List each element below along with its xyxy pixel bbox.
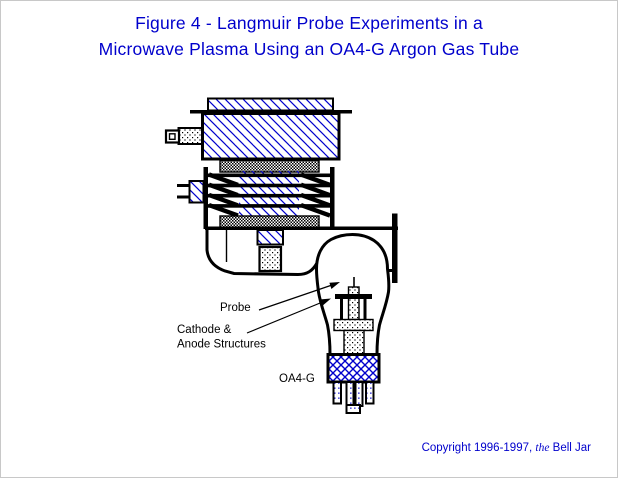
- leader-arrows: [246, 282, 340, 334]
- lower-spacer-bar: [219, 215, 320, 229]
- top-connector-notch: [168, 133, 176, 141]
- upper-cavity-block: [201, 112, 341, 161]
- top-connector-body: [177, 127, 203, 145]
- top-cap-plate: [207, 97, 334, 112]
- probe-arrowhead: [329, 282, 340, 289]
- upper-spacer-bar: [219, 159, 320, 173]
- cathode-label-line1: Cathode &: [177, 324, 232, 336]
- support-rod-right: [363, 299, 367, 320]
- fin-bars: [207, 173, 331, 208]
- body-top-line: [205, 226, 398, 230]
- copyright-suffix: Bell Jar: [549, 442, 591, 454]
- probe-leader-line: [258, 283, 336, 311]
- coupler-hatched-block: [256, 229, 284, 246]
- probe-label: Probe: [220, 302, 251, 314]
- side-connector-pin-top: [177, 184, 190, 187]
- fin-left-wall: [203, 167, 208, 229]
- cathode-pedestal-top: [333, 318, 374, 332]
- fin-right-wall: [330, 167, 335, 229]
- cathode-pedestal-column: [343, 329, 365, 356]
- coupler-stippled-block: [258, 245, 283, 273]
- gas-tube: [314, 232, 391, 414]
- diagram-labels: Probe Cathode & Anode Structures OA4-G: [177, 302, 315, 385]
- copyright-prefix: Copyright 1996-1997,: [421, 442, 536, 454]
- cathode-arrowhead: [320, 298, 331, 306]
- tube-pins: [332, 381, 375, 414]
- figure-title-line1: Figure 4 - Langmuir Probe Experiments in…: [135, 13, 483, 33]
- tube-base: [326, 353, 381, 384]
- figure-title: Figure 4 - Langmuir Probe Experiments in…: [1, 10, 617, 62]
- fin-wedges: [208, 172, 331, 218]
- tube-internals: [333, 277, 374, 356]
- copyright-line: Copyright 1996-1997, the Bell Jar: [422, 442, 591, 454]
- side-connector: [177, 180, 205, 204]
- copyright-the: the: [535, 442, 550, 454]
- flange-bar: [392, 213, 398, 283]
- anode-disc: [335, 294, 372, 299]
- cavity-assembly: [164, 97, 352, 229]
- cathode-leader-line: [246, 300, 326, 334]
- body-left-outline: [205, 230, 319, 277]
- tube-name-label: OA4-G: [279, 373, 315, 385]
- cooling-fin-section: [203, 167, 335, 229]
- side-connector-body: [188, 180, 205, 204]
- support-rod-left: [340, 299, 343, 320]
- probe-rod: [347, 286, 360, 321]
- cathode-label-line2: Anode Structures: [177, 339, 266, 351]
- waveguide-body: [205, 226, 398, 277]
- side-connector-pin-bottom: [177, 195, 190, 199]
- lid-line: [190, 110, 352, 114]
- figure-title-line2: Microwave Plasma Using an OA4-G Argon Ga…: [98, 39, 520, 59]
